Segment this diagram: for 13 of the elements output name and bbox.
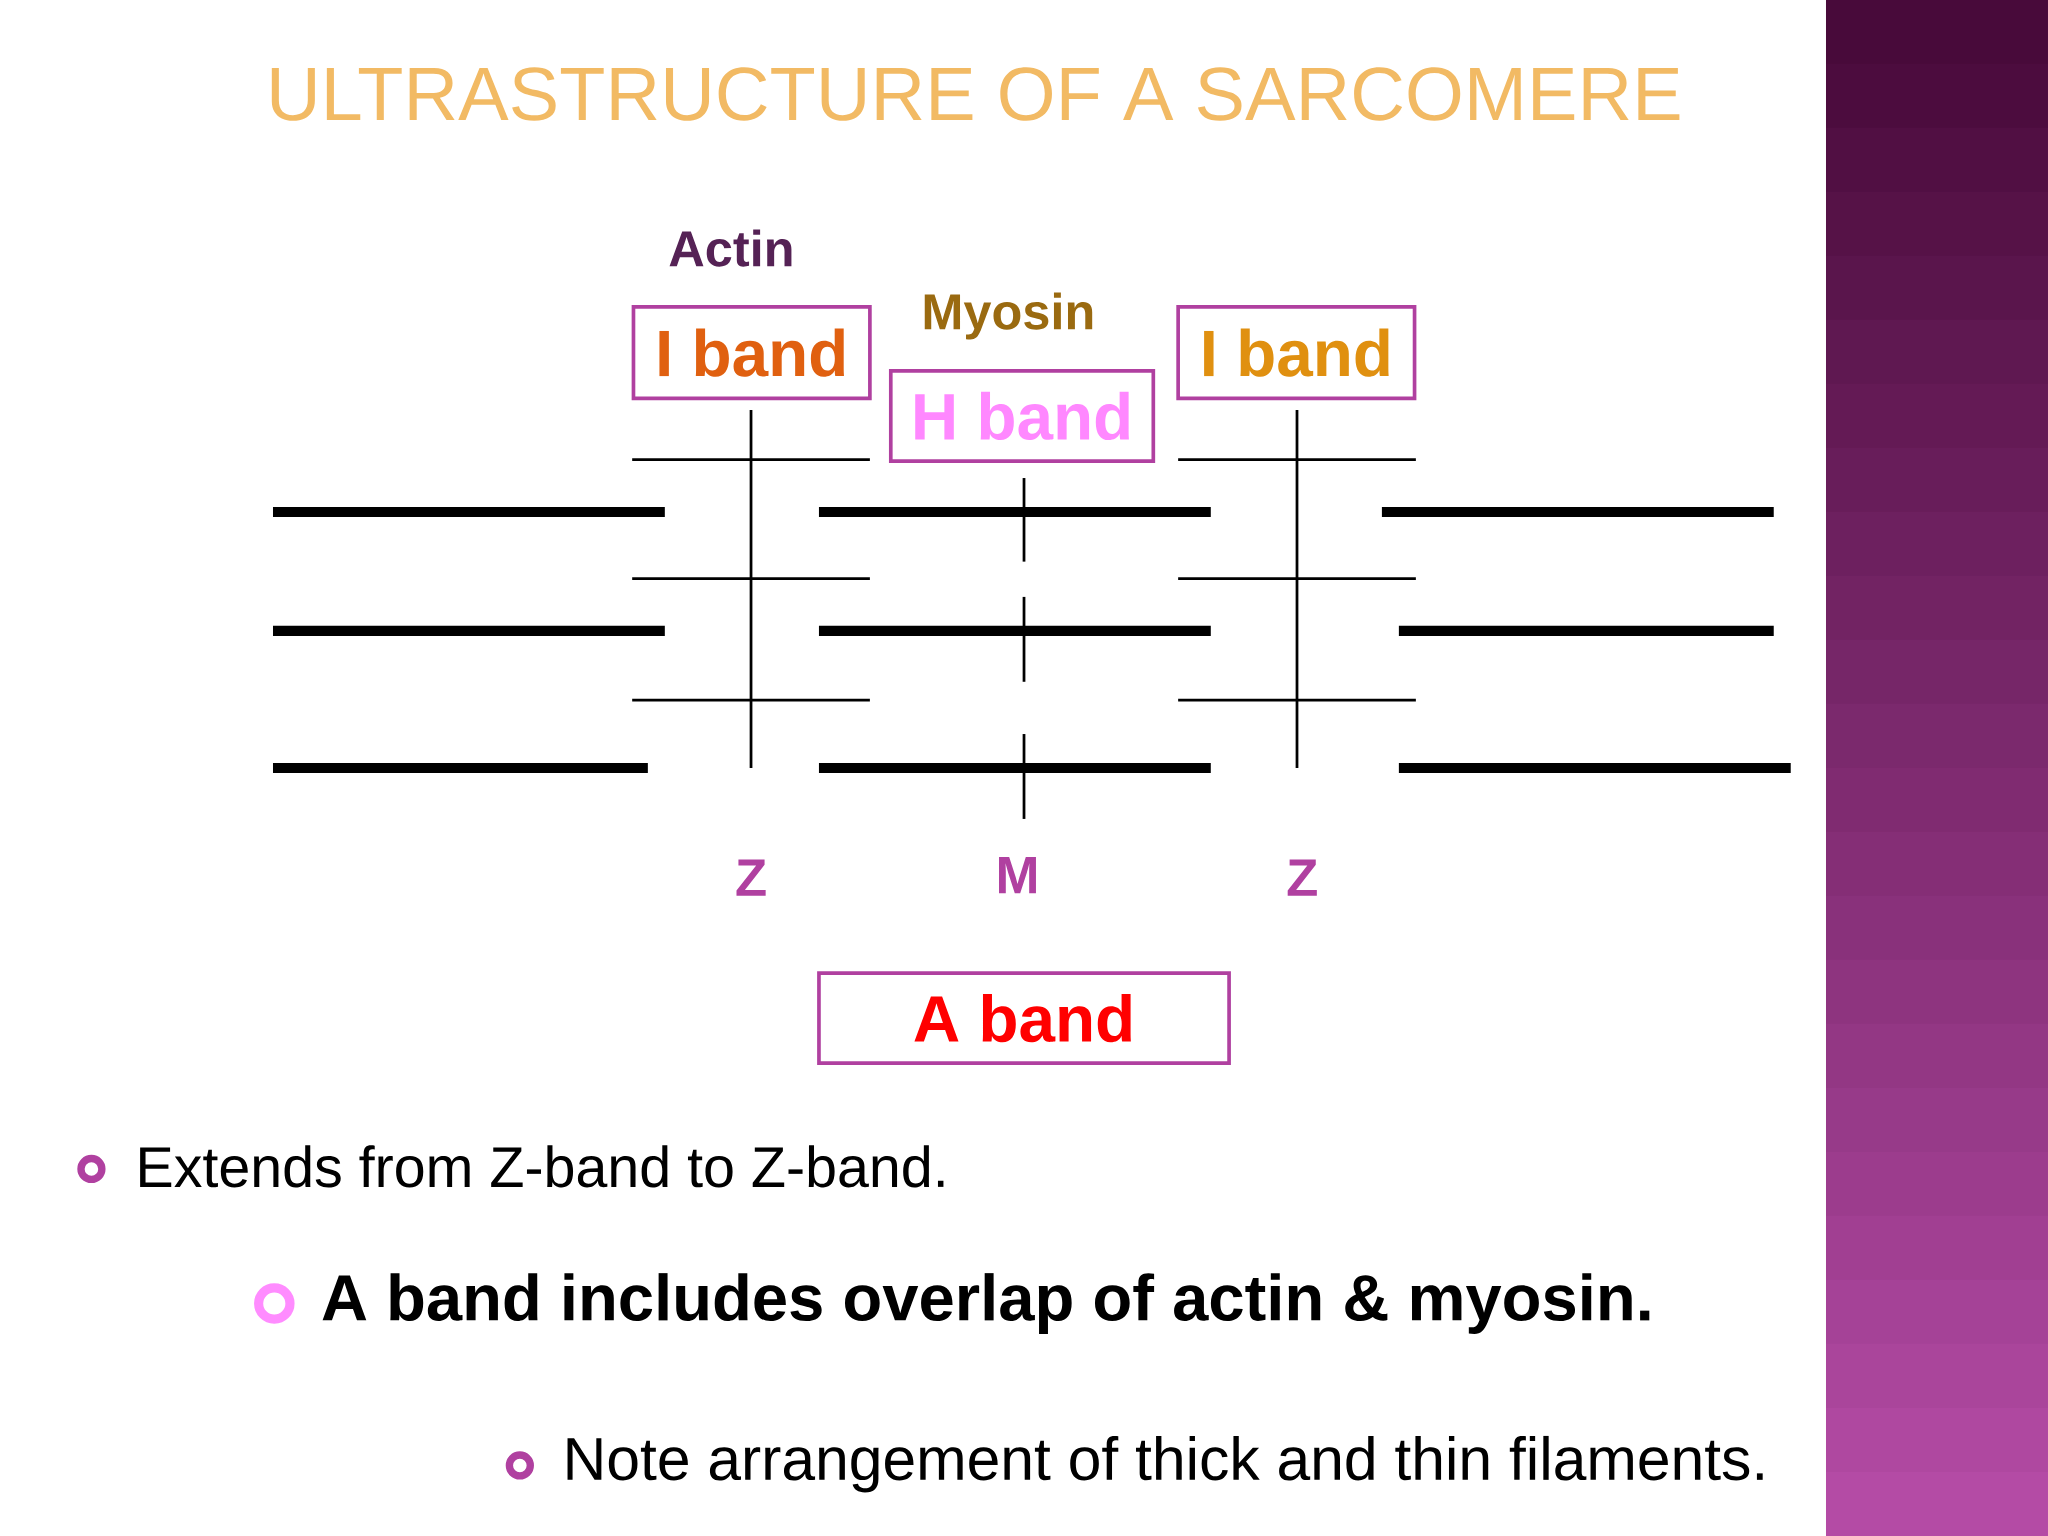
- band-box: I band: [1176, 305, 1417, 401]
- line-label: Z: [1287, 859, 1317, 896]
- band-box: I band: [631, 305, 872, 401]
- bullet-text: Note arrangement of thick and thin filaments.: [567, 1435, 1763, 1493]
- protein-label: Myosin: [924, 292, 1093, 340]
- band-box: H band: [888, 369, 1156, 463]
- bullet-text: Extends from Z-band to Z-band.: [140, 1145, 944, 1188]
- protein-label: Actin: [669, 229, 792, 267]
- slide-title: ULTRASTRUCTURE OF A SARCOMERE: [271, 67, 1680, 121]
- bullet-text: A band includes overlap of actin & myosin.: [322, 1273, 1650, 1334]
- line-label: Z: [736, 859, 766, 896]
- band-box: A band: [817, 971, 1231, 1065]
- line-label: M: [999, 856, 1036, 894]
